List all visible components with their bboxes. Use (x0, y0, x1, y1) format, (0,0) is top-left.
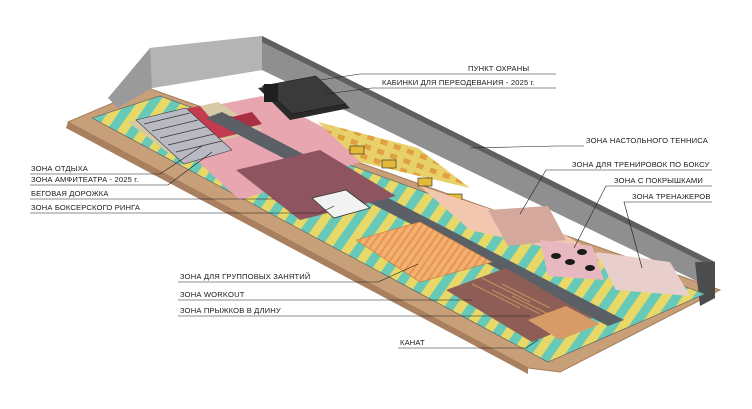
label-amphitheater: ЗОНА АМФИТЕАТРА - 2025 г. (31, 175, 139, 184)
label-table-tennis: ЗОНА НАСТОЛЬНОГО ТЕННИСА (586, 136, 709, 145)
label-rest-zone: ЗОНА ОТДЫХА (31, 164, 89, 173)
leader-group (178, 263, 419, 283)
leader-tennis (469, 145, 584, 149)
label-group-classes: ЗОНА ДЛЯ ГРУППОВЫХ ЗАНЯТИЙ (180, 272, 310, 281)
trainers-area (596, 252, 690, 296)
leader-lines (30, 73, 712, 349)
label-boxing-training: ЗОНА ДЛЯ ТРЕНИРОВОК ПО БОКСУ (572, 160, 709, 169)
ground-slab-edge (66, 122, 528, 374)
group-classes-area (355, 221, 493, 283)
leader-amphitheater (30, 151, 213, 186)
leader-tires (573, 185, 712, 249)
label-trainers: ЗОНА ТРЕНАЖЕРОВ (632, 192, 711, 201)
boxing-ring (311, 189, 371, 219)
label-tires: ЗОНА С ПОКРЫШКАМИ (614, 176, 703, 185)
leader-rest (30, 145, 203, 175)
security-post (264, 84, 278, 102)
leader-ring (30, 205, 335, 214)
label-running-track: БЕГОВАЯ ДОРОЖКА (31, 189, 109, 198)
label-long-jump: ЗОНА ПРЫЖКОВ В ДЛИНУ (180, 306, 281, 315)
amphitheater-area (135, 107, 233, 165)
leader-rope (398, 339, 539, 349)
boxing-training-area (488, 206, 566, 246)
leader-security (319, 73, 556, 81)
back-wall-top (262, 36, 715, 268)
leader-boxing-training (519, 169, 712, 215)
left-wall (150, 36, 262, 88)
amphitheater-steps (143, 112, 223, 153)
table-tennis-area (318, 122, 470, 188)
changing-rooms-roof (261, 75, 347, 115)
left-wall-face (108, 48, 152, 108)
label-boxing-ring: ЗОНА БОКСЕРСКОГО РИНГА (31, 203, 141, 212)
label-workout: ЗОНА WORKOUT (180, 290, 245, 299)
long-jump-pit (528, 306, 600, 340)
tires (551, 249, 595, 271)
leader-changing (325, 87, 556, 95)
label-changing-rooms: КАБИНКИ ДЛЯ ПЕРЕОДЕВАНИЯ - 2025 г. (382, 78, 535, 87)
label-rope: КАНАТ (400, 338, 425, 347)
label-security-post: ПУНКТ ОХРАНЫ (468, 64, 529, 73)
leader-trainers (623, 201, 712, 269)
